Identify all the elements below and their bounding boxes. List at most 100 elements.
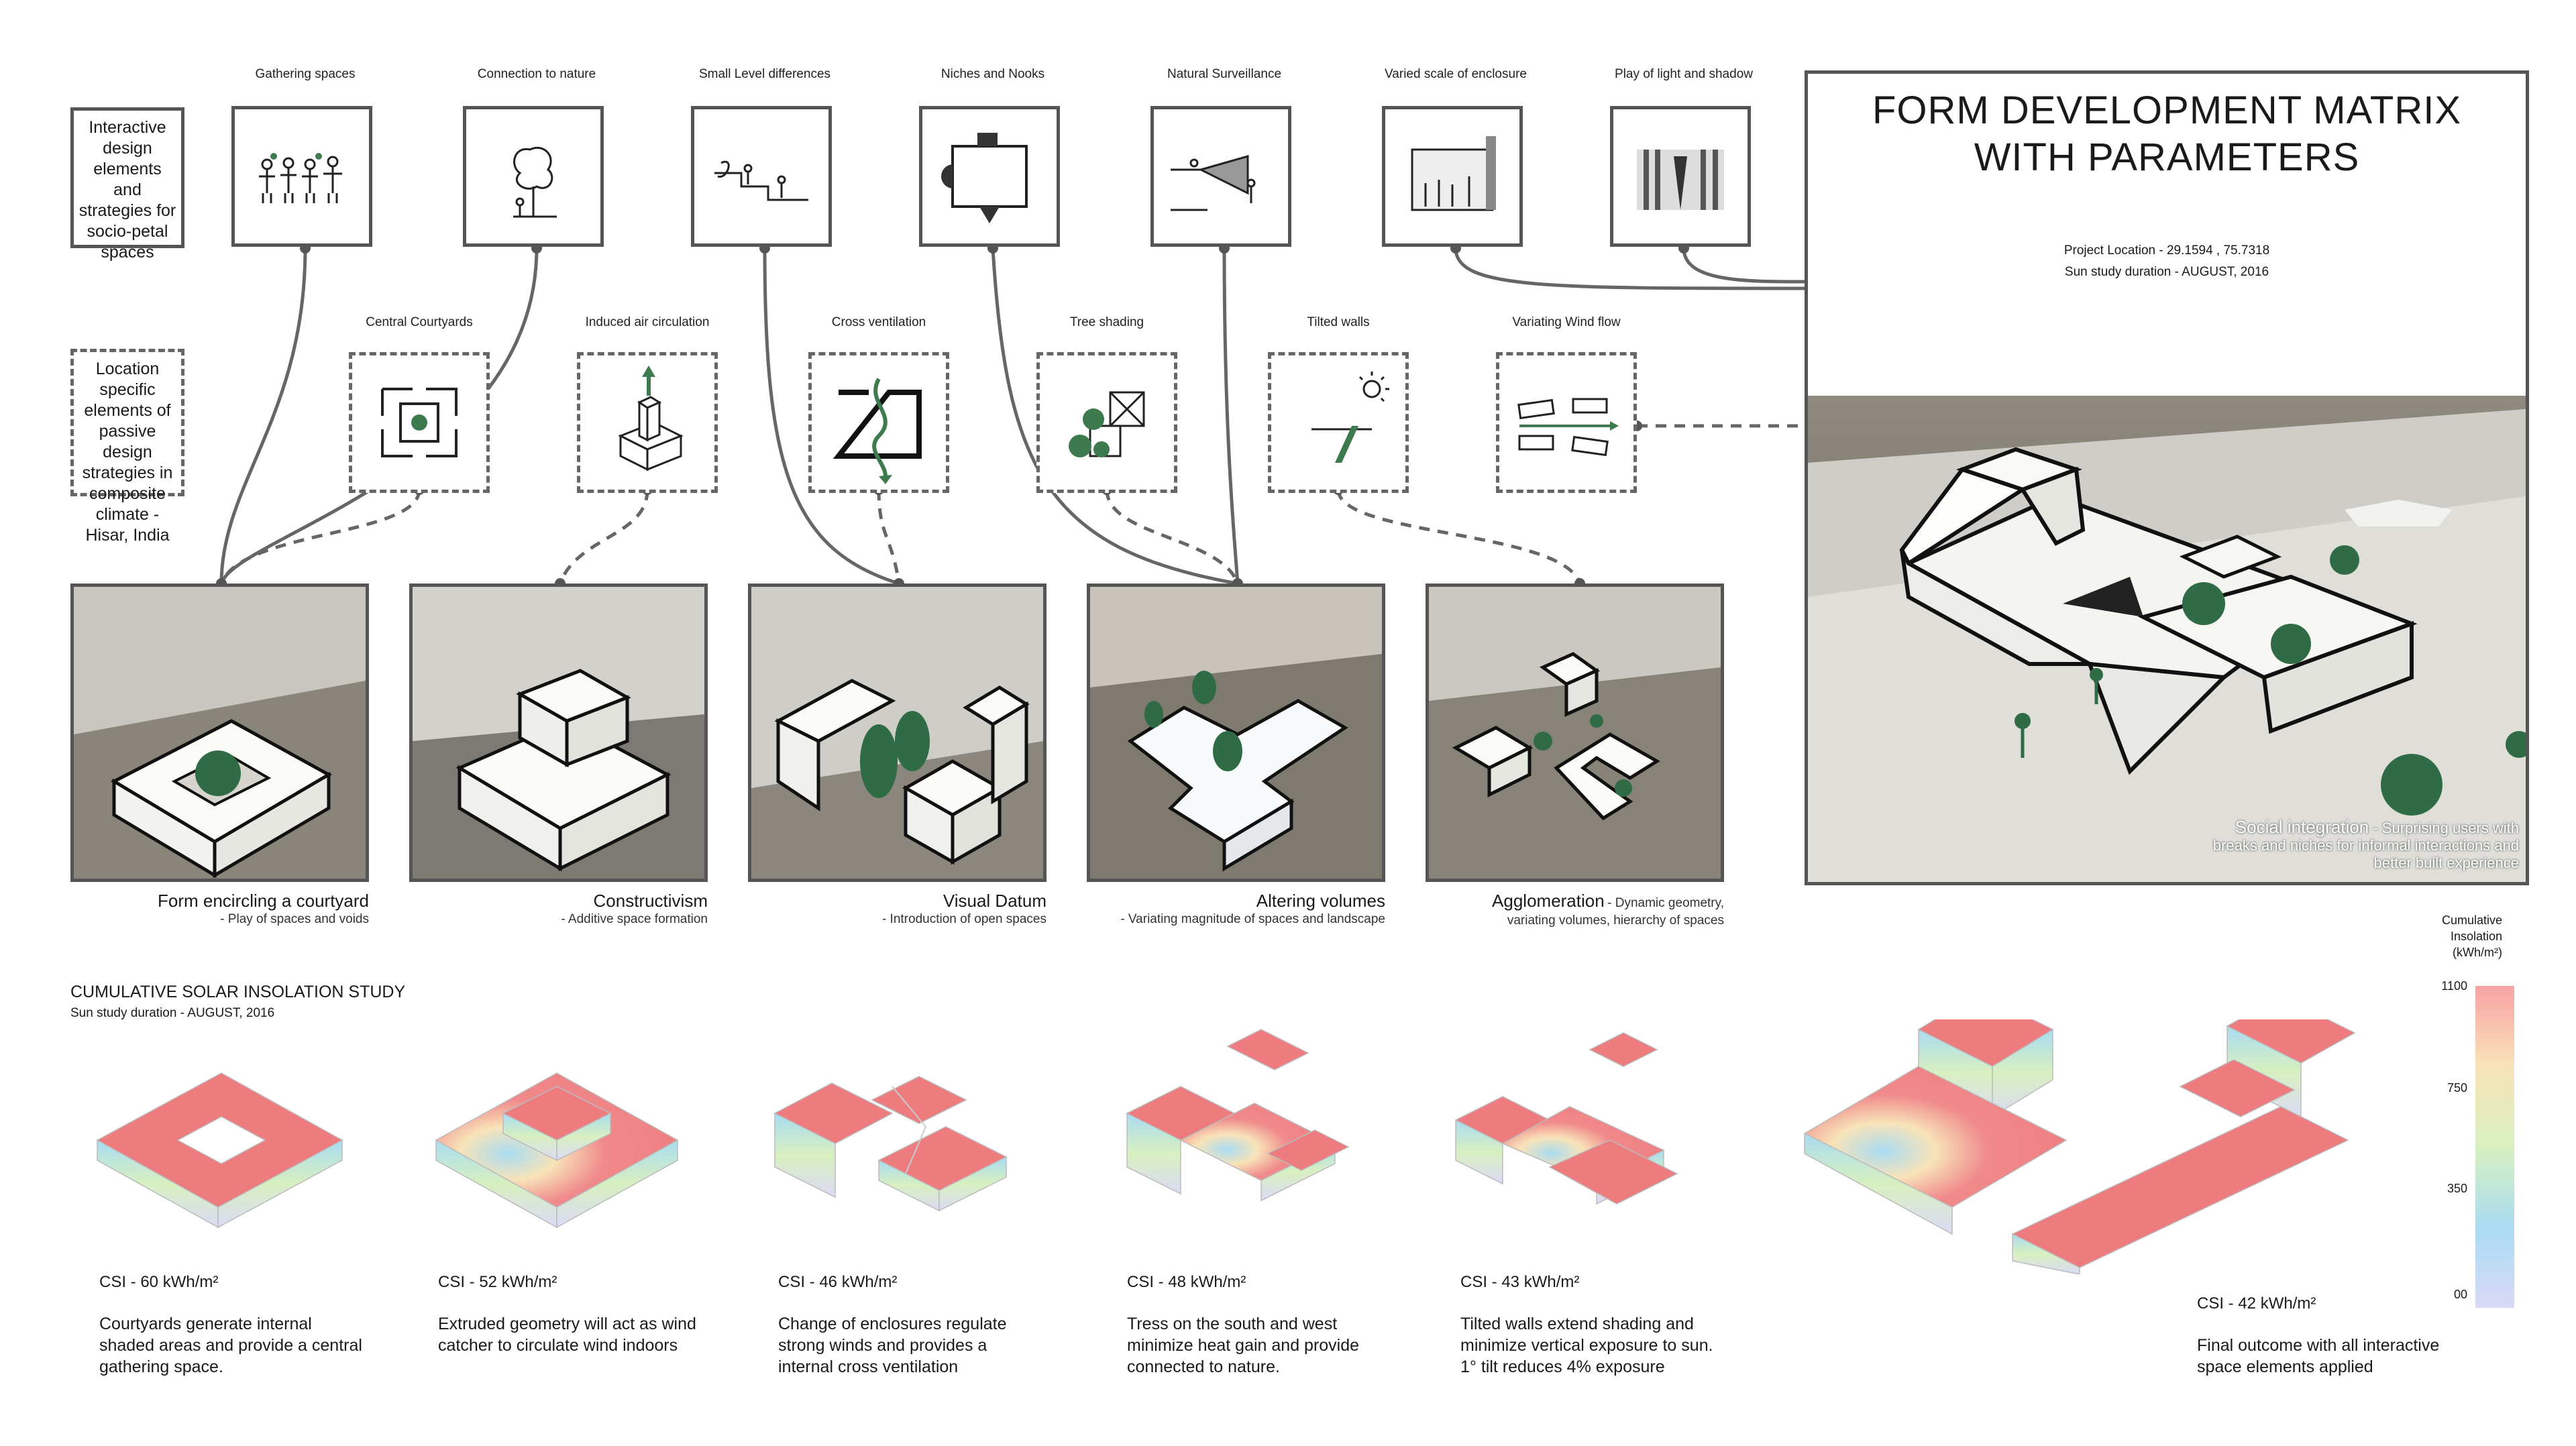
csi-desc-final: Final outcome with all interactive space…	[2197, 1336, 2440, 1376]
cross-ventilation-sketch	[808, 352, 949, 493]
eye-sight-icon	[1171, 155, 1256, 211]
social-integration-note: Social integration - Surprising users wi…	[2213, 818, 2519, 872]
label-cross-ventilation: Cross ventilation	[831, 315, 926, 329]
model-title-altering-volumes: Altering volumes	[1256, 891, 1385, 911]
model-title-courtyard: Form encircling a courtyard	[158, 891, 369, 911]
csi-desc-1: Courtyards generate internal shaded area…	[99, 1315, 362, 1376]
model-sub-visual-datum: - Introduction of open spaces	[881, 912, 1046, 926]
model-sub2-agglomeration: variating volumes, hierarchy of spaces	[1507, 913, 1724, 928]
csi-value-3: CSI - 46 kWh/m²	[778, 1273, 898, 1291]
legend-title-line1: Cumulative	[2441, 913, 2502, 927]
csi-value-final: CSI - 42 kWh/m²	[2197, 1294, 2316, 1313]
insolation-model-final	[1803, 1019, 2356, 1274]
social-line1: - Surprising users with	[2373, 820, 2519, 836]
surveillance-sketch	[1150, 106, 1291, 247]
legend-tick-min: 00	[2453, 1288, 2467, 1301]
model-title-visual-datum: Visual Datum	[943, 891, 1046, 911]
model-photo-visual-datum	[748, 583, 1046, 882]
label-varied-scale: Varied scale of enclosure	[1385, 67, 1527, 81]
model-caption-agglomeration: Agglomeration - Dynamic geometry,	[1426, 891, 1724, 911]
hero-model-photo	[1808, 396, 2526, 882]
label-small-level-differences: Small Level differences	[698, 67, 831, 81]
label-niches-and-nooks: Niches and Nooks	[941, 67, 1045, 81]
insolation-model-3	[773, 1076, 1008, 1212]
insolation-diagrams	[96, 1019, 2356, 1274]
legend-tick-750: 750	[2447, 1081, 2467, 1095]
label-induced-air: Induced air circulation	[585, 315, 710, 329]
solar-study-title: CUMULATIVE SOLAR INSOLATION STUDY	[70, 983, 406, 1001]
label-tilted-walls: Tilted walls	[1307, 315, 1370, 329]
airflow-icon	[833, 378, 922, 484]
insolation-model-4	[1126, 1029, 1350, 1202]
gathering-spaces-sketch	[231, 106, 372, 247]
insolation-model-5	[1454, 1032, 1678, 1205]
courtyard-plan-icon	[381, 388, 458, 457]
steps-icon	[714, 160, 808, 201]
label-natural-surveillance: Natural Surveillance	[1167, 67, 1282, 81]
model-photo-constructivism	[409, 583, 708, 882]
model-sub-agglomeration: - Dynamic geometry,	[1607, 896, 1724, 910]
model-title-agglomeration: Agglomeration	[1492, 891, 1605, 911]
label-variating-wind: Variating Wind flow	[1512, 315, 1621, 329]
people-icon	[259, 153, 342, 203]
label-light-shadow: Play of light and shadow	[1615, 67, 1753, 81]
intro-passive-design-text: Location specific elements of passive de…	[82, 359, 173, 545]
varied-scale-sketch	[1382, 106, 1523, 247]
social-line3: better built experience	[2373, 854, 2519, 871]
tree-shading-sketch	[1036, 352, 1177, 493]
intro-socio-petal-text: Interactive design elements and strategi…	[78, 118, 176, 262]
tilted-walls-sketch	[1268, 352, 1409, 493]
social-title: Social integration	[2235, 817, 2369, 837]
project-info: Project Location - 29.1594 , 75.7318 Sun…	[1808, 240, 2526, 283]
niches-sketch	[919, 106, 1060, 247]
label-gathering-spaces: Gathering spaces	[255, 67, 356, 81]
wind-tower-icon	[618, 366, 684, 471]
connection-to-nature-sketch	[463, 106, 604, 247]
csi-desc-5: Tilted walls extend shading and minimize…	[1460, 1315, 1713, 1376]
social-line2: breaks and niches for informal interacti…	[2212, 837, 2519, 854]
model-photo-agglomeration	[1426, 583, 1724, 882]
shadow-icon	[1637, 150, 1724, 210]
model-sub-courtyard: - Play of spaces and voids	[220, 912, 369, 926]
legend-title-line3: (kWh/m²)	[2453, 946, 2502, 959]
solar-study-subtitle: Sun study duration - AUGUST, 2016	[70, 1006, 275, 1020]
courtyard-sketch	[349, 352, 490, 493]
legend-title-line2: Insolation	[2450, 930, 2502, 943]
enclosure-icon	[1411, 136, 1496, 211]
hero-panel: FORM DEVELOPMENT MATRIX WITH PARAMETERS …	[1805, 70, 2529, 885]
level-differences-sketch	[691, 106, 832, 247]
model-title-constructivism: Constructivism	[593, 891, 708, 911]
light-shadow-sketch	[1610, 106, 1751, 247]
project-location: Project Location - 29.1594 , 75.7318	[2063, 243, 2270, 258]
label-tree-shading: Tree shading	[1069, 315, 1144, 329]
legend-tick-max: 1100	[2441, 979, 2467, 993]
csi-value-1: CSI - 60 kWh/m²	[99, 1273, 219, 1291]
page-title-line2: WITH PARAMETERS	[1974, 135, 2360, 179]
csi-desc-3: Change of enclosures regulate strong win…	[778, 1315, 1007, 1376]
model-sub-altering-volumes: - Variating magnitude of spaces and land…	[1120, 912, 1385, 926]
niche-icon	[941, 133, 1028, 223]
page-title-line1: FORM DEVELOPMENT MATRIX	[1872, 89, 2462, 132]
legend-title: Cumulative Insolation (kWh/m²)	[2415, 912, 2502, 960]
model-sub-constructivism: - Additive space formation	[561, 912, 708, 926]
csi-desc-2: Extruded geometry will act as wind catch…	[438, 1315, 696, 1355]
intro-passive-design: Location specific elements of passive de…	[70, 349, 184, 545]
intro-socio-petal: Interactive design elements and strategi…	[70, 107, 184, 262]
sun-study-duration: Sun study duration - AUGUST, 2016	[2064, 265, 2269, 279]
wind-arrows-icon	[1517, 398, 1619, 457]
insolation-model-1	[96, 1072, 343, 1229]
legend-tick-350: 350	[2447, 1182, 2467, 1195]
tree-icon	[513, 146, 557, 218]
model-photo-altering-volumes	[1087, 583, 1385, 882]
shaded-building-icon	[1069, 391, 1145, 457]
model-photo-courtyard	[70, 583, 369, 882]
induced-air-sketch	[577, 352, 718, 493]
csi-desc-4: Tress on the south and west minimize hea…	[1127, 1315, 1360, 1376]
csi-value-4: CSI - 48 kWh/m²	[1127, 1273, 1246, 1291]
wind-flow-sketch	[1496, 352, 1637, 493]
label-connection-to-nature: Connection to nature	[477, 67, 596, 81]
page-title: FORM DEVELOPMENT MATRIX WITH PARAMETERS	[1808, 87, 2526, 181]
insolation-model-2	[435, 1072, 679, 1229]
csi-value-5: CSI - 43 kWh/m²	[1460, 1273, 1580, 1291]
legend-color-bar	[2475, 986, 2514, 1308]
